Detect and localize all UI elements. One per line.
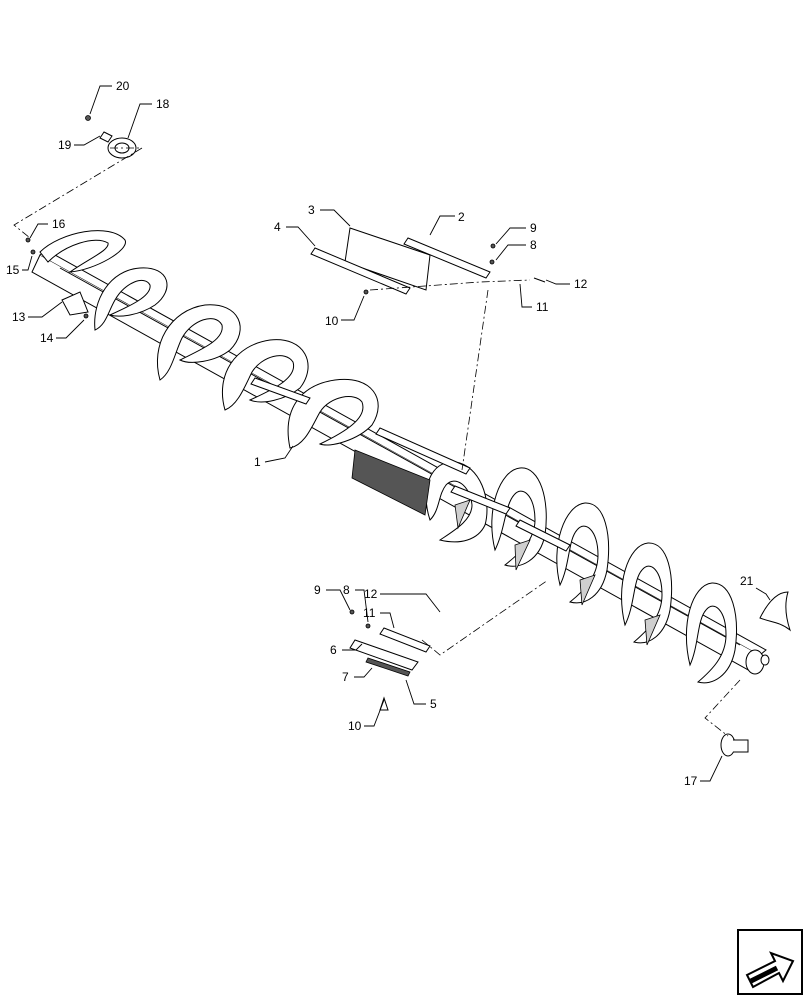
callout-9-upper: 9 <box>530 221 537 235</box>
part-11-strip <box>379 627 431 653</box>
callout-20: 20 <box>116 79 130 93</box>
part-7-seal <box>365 657 411 677</box>
part-14-bolt <box>83 313 89 319</box>
part-8-washer-lower <box>365 623 371 629</box>
callout-9-lower: 9 <box>314 583 321 597</box>
callout-2: 2 <box>458 210 465 224</box>
part-4-strip <box>310 247 411 295</box>
callout-12-lower: 12 <box>364 587 378 601</box>
part-13-bracket <box>61 291 89 316</box>
part-17-end-bearing <box>720 733 749 757</box>
part-6-plate <box>349 639 419 671</box>
next-page-arrow-icon <box>745 951 795 989</box>
callout-11-upper: 11 <box>536 300 549 314</box>
callout-8-upper: 8 <box>530 238 537 252</box>
callout-10-upper: 10 <box>325 314 339 328</box>
part-21-blade <box>759 591 792 632</box>
callout-8-lower: 8 <box>343 583 350 597</box>
part-20-bolt <box>85 115 91 121</box>
callout-1: 1 <box>254 455 261 469</box>
part-9-bolt-lower <box>349 609 355 615</box>
callout-15: 15 <box>6 263 20 277</box>
callout-12-upper: 12 <box>574 277 588 291</box>
callout-3: 3 <box>308 203 315 217</box>
callout-5: 5 <box>430 697 437 711</box>
callout-16: 16 <box>52 217 66 231</box>
part-15-nut <box>30 249 36 255</box>
callout-13: 13 <box>12 310 26 324</box>
part-16-washer <box>25 237 31 243</box>
part-8-washer-upper <box>489 259 495 265</box>
callout-21: 21 <box>740 574 754 588</box>
callout-18: 18 <box>156 97 170 111</box>
auger-tube <box>31 249 767 673</box>
callout-10-lower: 10 <box>348 719 362 733</box>
part-9-bolt-upper <box>490 243 496 249</box>
part-3-plate <box>344 227 431 291</box>
part-12-bolt-upper <box>533 277 546 283</box>
callout-17: 17 <box>684 774 698 788</box>
part-10-nut-upper <box>363 289 369 295</box>
auger-shaft-end <box>745 649 770 675</box>
callouts: 1 2 3 4 5 6 7 8 8 9 9 10 10 <box>6 79 771 788</box>
next-page-button[interactable] <box>737 929 803 995</box>
part-19-stud <box>99 131 113 143</box>
assembly-lines <box>13 147 741 737</box>
callout-14: 14 <box>40 331 54 345</box>
callout-7: 7 <box>342 670 349 684</box>
callout-19: 19 <box>58 138 72 152</box>
callout-11-lower: 11 <box>363 606 376 620</box>
tube-strap-plates <box>250 377 571 552</box>
callout-6: 6 <box>330 643 337 657</box>
part-2-strip <box>403 237 491 279</box>
callout-4: 4 <box>274 220 281 234</box>
